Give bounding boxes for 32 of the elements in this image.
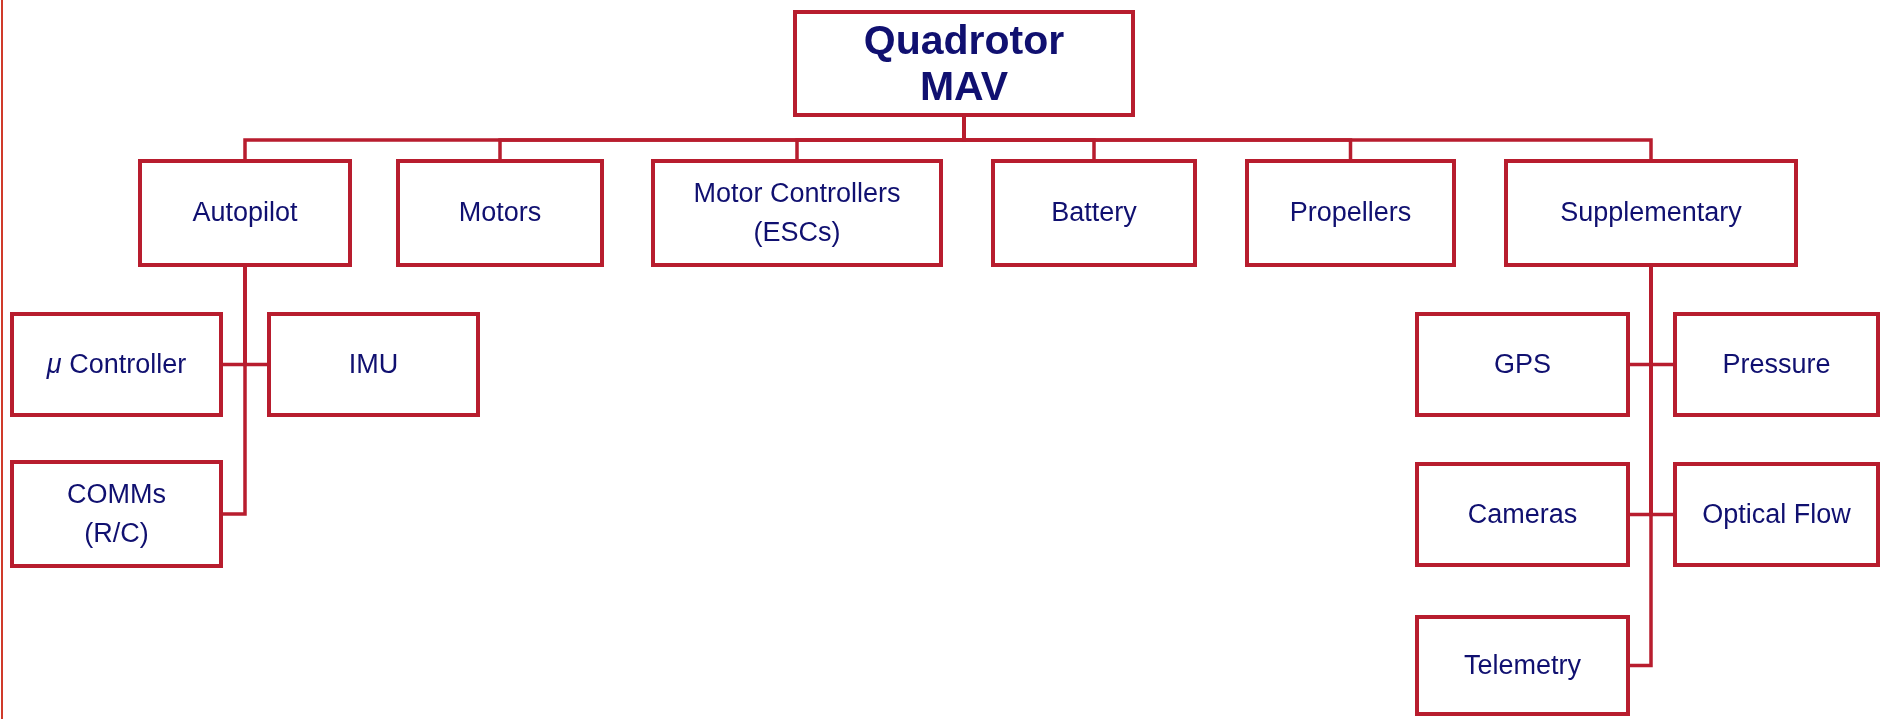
node-label: Supplementary [1560, 196, 1742, 230]
node-label: μ Controller [46, 347, 187, 381]
node-label: Cameras [1467, 497, 1578, 531]
component-box [991, 159, 1197, 267]
component-box [651, 159, 943, 267]
node-label: Pressure [1722, 347, 1831, 381]
component-box [138, 159, 352, 267]
connector-line [1630, 267, 1653, 668]
node-label: Quadrotor MAV [862, 18, 1066, 109]
node-label: IMU [348, 347, 399, 381]
node-label: Autopilot [192, 196, 298, 230]
node-label: Telemetry [1464, 648, 1581, 682]
node-label: Optical Flow [1702, 497, 1851, 531]
component-box [1415, 615, 1630, 716]
component-box [10, 460, 223, 568]
component-box [1504, 159, 1798, 267]
node-label: Propellers [1289, 196, 1412, 230]
component-box [10, 312, 223, 417]
node-label: Motors [458, 196, 542, 230]
component-box [1415, 312, 1630, 417]
node-label: Motor Controllers (ESCs) [692, 176, 902, 249]
connector-line [223, 267, 247, 516]
node-label: GPS [1494, 347, 1551, 381]
component-box [1673, 312, 1880, 417]
component-box [1415, 462, 1630, 567]
node-label: Battery [1051, 196, 1137, 230]
component-box [396, 159, 604, 267]
node-label: COMMs (R/C) [66, 477, 167, 550]
component-box [267, 312, 480, 417]
component-box [1245, 159, 1456, 267]
component-box [1673, 462, 1880, 567]
root-box [793, 10, 1135, 117]
